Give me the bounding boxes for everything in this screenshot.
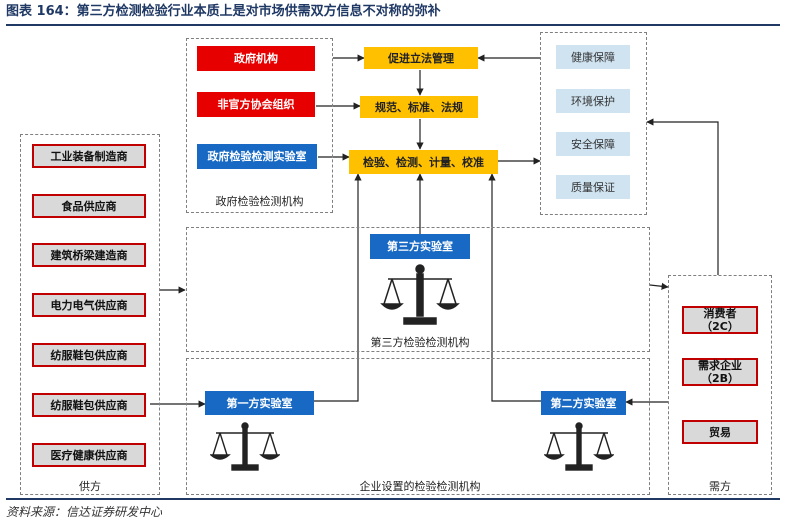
supplier-apparel-2: 纺服鞋包供应商 — [32, 393, 146, 417]
enterprise-group — [186, 358, 650, 495]
government-group — [186, 38, 333, 213]
enterprise-label: 企业设置的检验检测机构 — [359, 480, 481, 493]
demand-label: 需方 — [709, 480, 731, 493]
third-party-group — [186, 227, 650, 352]
supplier-apparel-1: 纺服鞋包供应商 — [32, 343, 146, 367]
supplier-medical: 医疗健康供应商 — [32, 443, 146, 467]
demand-enterprise-line1: 需求企业 — [698, 359, 742, 372]
demand-trade: 贸易 — [682, 420, 758, 444]
gov-agency-box: 政府机构 — [197, 46, 315, 71]
figure-title: 图表 164：第三方检测检验行业本质上是对市场供需双方信息不对称的弥补 — [6, 4, 441, 19]
scale-icon-left — [210, 422, 280, 471]
demand-enterprise-line2: （2B） — [700, 372, 740, 385]
scale-icon — [380, 264, 460, 325]
guarantee-health: 健康保障 — [556, 45, 630, 69]
supplier-electric: 电力电气供应商 — [32, 293, 146, 317]
ngo-box: 非官方协会组织 — [197, 92, 315, 117]
second-party-lab-box: 第二方实验室 — [541, 391, 626, 415]
scale-icon-right — [544, 422, 614, 471]
guarantee-quality: 质量保证 — [556, 175, 630, 199]
standards-box: 规范、标准、法规 — [360, 96, 478, 118]
source-note: 资料来源：信达证券研发中心 — [6, 505, 163, 519]
demand-consumer-line2: （2C） — [701, 320, 739, 333]
third-party-lab-box: 第三方实验室 — [370, 234, 470, 259]
testing-box: 检验、检测、计量、校准 — [349, 150, 498, 174]
title-divider — [6, 24, 780, 26]
gov-lab-box: 政府检验检测实验室 — [197, 144, 317, 169]
demand-consumer-line1: 消费者 — [703, 307, 737, 320]
legislation-box: 促进立法管理 — [364, 47, 478, 69]
supplier-industrial: 工业装备制造商 — [32, 144, 146, 168]
supply-group — [20, 134, 160, 495]
gov-group-label: 政府检验检测机构 — [215, 195, 304, 208]
supplier-food: 食品供应商 — [32, 194, 146, 218]
demand-group — [668, 275, 772, 495]
footer-divider — [6, 498, 780, 500]
guarantees-group — [540, 32, 647, 215]
guarantee-safety: 安全保障 — [556, 132, 630, 156]
demand-consumer: 消费者 （2C） — [682, 306, 758, 334]
first-party-lab-box: 第一方实验室 — [205, 391, 314, 415]
demand-enterprise: 需求企业 （2B） — [682, 358, 758, 386]
guarantee-environment: 环境保护 — [556, 89, 630, 113]
third-party-label: 第三方检验检测机构 — [370, 336, 470, 349]
supplier-construction: 建筑桥梁建造商 — [32, 243, 146, 267]
supply-label: 供方 — [79, 480, 101, 493]
